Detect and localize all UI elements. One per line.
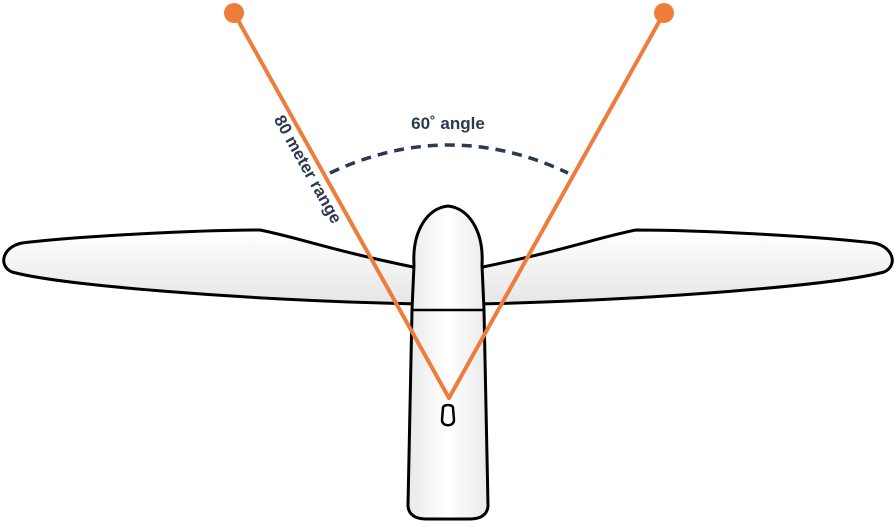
angle-label: 60˚ angle	[411, 114, 485, 133]
fuselage	[406, 204, 490, 521]
left-range-endpoint	[224, 3, 244, 23]
aircraft	[2, 204, 894, 521]
right-range-line	[447, 11, 666, 400]
field-of-view	[224, 3, 674, 400]
left-range-line	[232, 11, 451, 400]
camera-sensor-icon	[440, 403, 456, 427]
left-wing	[2, 228, 420, 306]
right-wing	[476, 228, 894, 306]
angle-arc	[329, 143, 569, 175]
right-range-endpoint	[654, 3, 674, 23]
